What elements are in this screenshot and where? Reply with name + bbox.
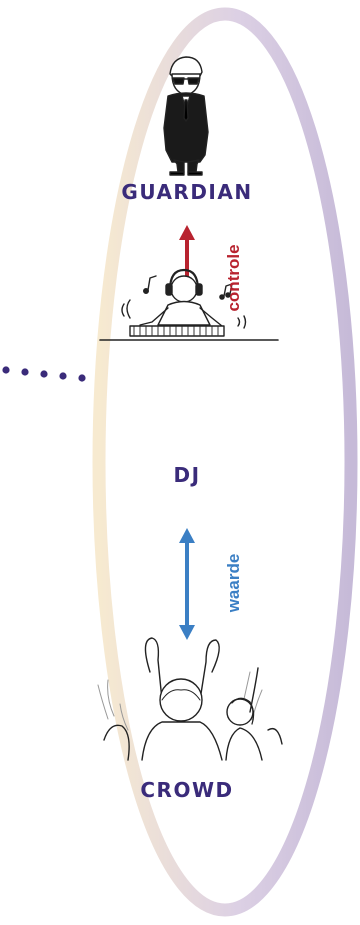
waarde-arrow: [179, 528, 195, 640]
dj-label: DJ: [112, 463, 262, 487]
waarde-label: waarde: [224, 523, 244, 643]
controle-label: controle: [224, 218, 244, 338]
guardian-label: GUARDIAN: [112, 180, 262, 204]
guardian-suit-sunglasses-icon: [164, 57, 208, 175]
dj-headphones-mixer-icon: [100, 270, 278, 340]
dotted-connector: [2, 366, 85, 381]
crowd-label: CROWD: [112, 778, 262, 802]
enclosing-ellipse: [99, 14, 351, 910]
